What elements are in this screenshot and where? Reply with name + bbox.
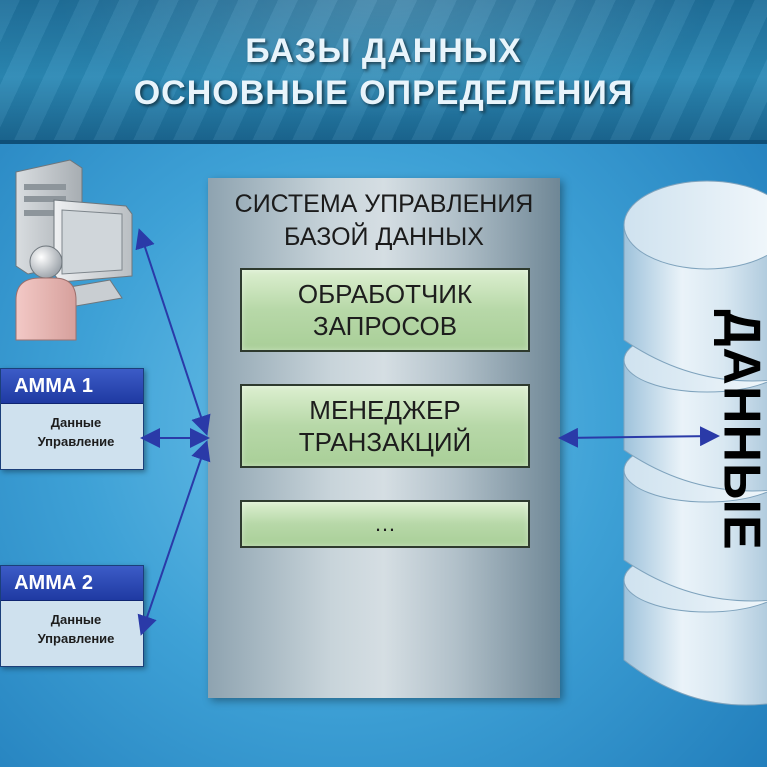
arrow-program2-dbms: [142, 444, 206, 632]
arrow-dbms-data: [562, 436, 716, 438]
arrow-user-dbms: [140, 232, 206, 432]
